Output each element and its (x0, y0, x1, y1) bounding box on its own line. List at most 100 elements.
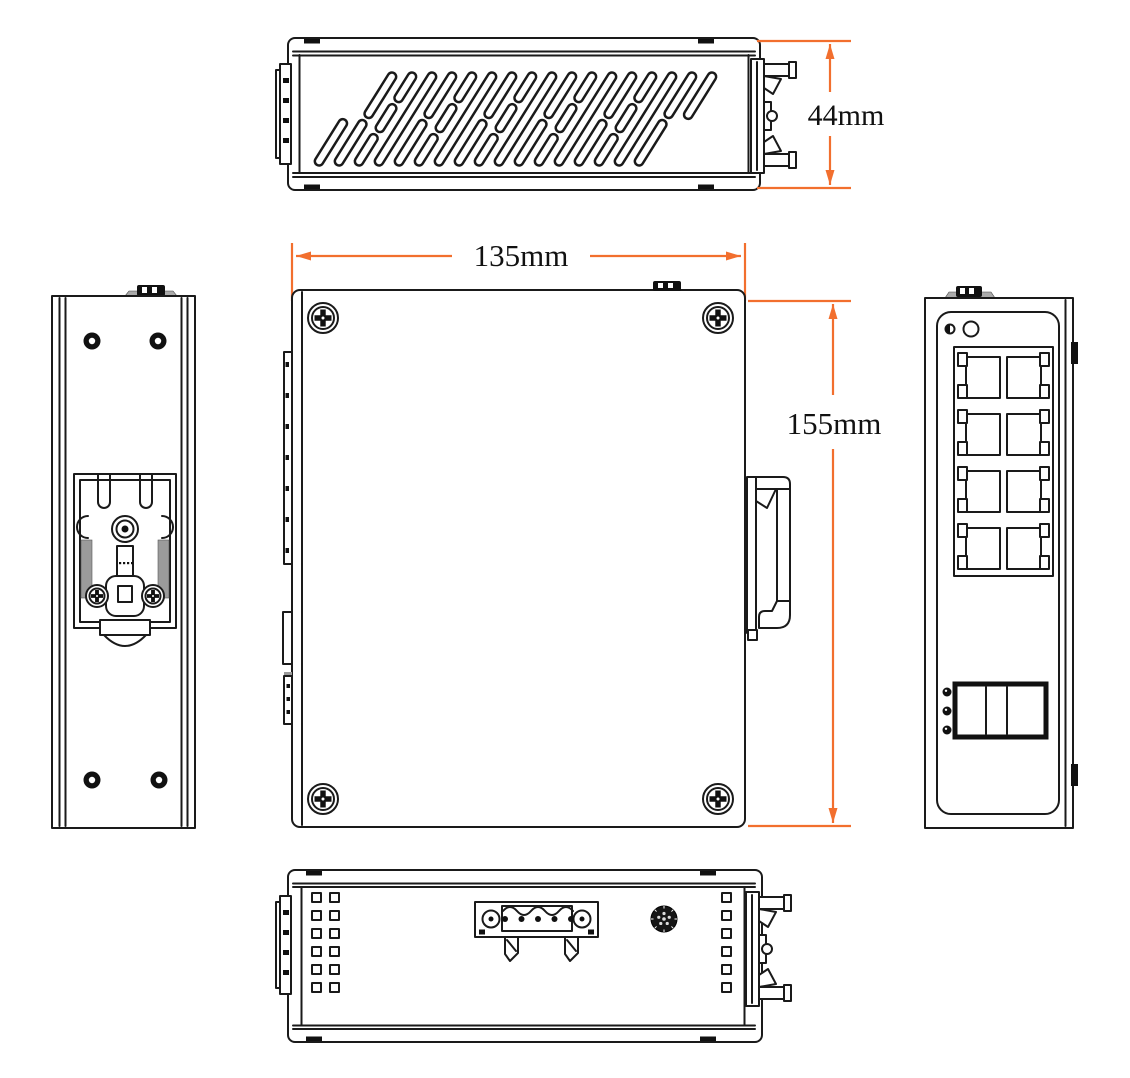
vent-slot-inner (336, 121, 366, 165)
vent-slot-inner (476, 135, 497, 165)
vent-slot-inner (485, 73, 515, 117)
vent-slot-inner (455, 73, 475, 101)
rj45-tab (957, 555, 968, 570)
rj45-tab (1039, 441, 1050, 456)
vent-slot-inner (536, 135, 557, 165)
vent-hole (311, 928, 322, 939)
edge-tab (698, 39, 714, 44)
vent-hole (329, 964, 340, 975)
vent-hole (721, 892, 732, 903)
vent-hole (329, 892, 340, 903)
edge-tab (282, 611, 293, 665)
edge-rail-ticks (285, 362, 289, 553)
led-dot (942, 687, 952, 697)
corner-screws (307, 302, 734, 815)
vent-hole (721, 946, 732, 957)
vent-slot-inner (496, 73, 555, 165)
vent-slot-inner (576, 121, 606, 165)
din-rail-bracket (73, 473, 177, 647)
vent-slot-inner (635, 73, 655, 101)
terminal-pin (568, 916, 574, 922)
led-dot (942, 725, 952, 735)
vent-slot-inner (365, 73, 395, 117)
rj45-tab (957, 409, 968, 424)
vent-hole (311, 982, 322, 993)
top-view (275, 37, 797, 191)
vent-slot-inner (665, 73, 695, 117)
side-nub (1071, 764, 1078, 786)
arrow-up-icon (828, 304, 838, 319)
rj45-tab (1039, 409, 1050, 424)
edge-tab (306, 871, 322, 876)
bracket-screws (85, 584, 165, 608)
vent-slots-inner (316, 73, 715, 165)
vent-slot-inner (545, 73, 575, 117)
arrow-up-icon (825, 44, 835, 59)
terminal-block (474, 901, 599, 962)
arrow-right-icon (726, 251, 741, 261)
vent-hole (329, 946, 340, 957)
vent-slot-inner (316, 120, 346, 165)
edge-tab (304, 184, 320, 189)
dimension-135mm: 135mm (290, 238, 747, 301)
vent-slot-inner (636, 121, 666, 165)
terminal-pins (502, 916, 574, 922)
rj45-port-grid (957, 352, 1050, 570)
vent-hole (721, 928, 732, 939)
vent-hole (311, 892, 322, 903)
rj45-port (965, 356, 1001, 399)
din-rail-clip-profile (746, 476, 791, 641)
terminal-pin (518, 916, 525, 922)
terminal-pin (502, 916, 508, 922)
led-dot (942, 706, 952, 716)
rj45-tab (957, 466, 968, 481)
edge-tab (306, 1036, 322, 1041)
rj45-tab (1039, 466, 1050, 481)
edge-tab (700, 871, 716, 876)
rj45-tab (1039, 555, 1050, 570)
bottom-view-outline (287, 869, 763, 1043)
vent-slot-inner (416, 135, 437, 165)
vent-hole (329, 928, 340, 939)
arrow-left-icon (296, 251, 311, 261)
rj45-port (1006, 527, 1042, 570)
ground-screw (650, 905, 678, 933)
rj45-port (965, 413, 1001, 456)
din-rail-clip (750, 58, 797, 174)
width-dimension-label: 135mm (474, 238, 569, 273)
side-nub (1071, 342, 1078, 364)
din-rail-clip (745, 891, 792, 1007)
vent-slot-inner (556, 73, 615, 165)
height-dimension-label: 44mm (808, 99, 885, 132)
vent-slot-inner (616, 73, 675, 165)
side-view (282, 281, 791, 828)
rj45-port (1006, 470, 1042, 513)
dimension-44mm: 44mm (757, 39, 885, 190)
vent-hole (721, 964, 732, 975)
vent-slot-inner (436, 73, 495, 165)
front-view (924, 286, 1078, 829)
rj45-tab (957, 352, 968, 367)
vent-slot-inner (515, 73, 535, 101)
vent-slot-inner (456, 121, 486, 165)
vent-slot-inner (396, 121, 426, 165)
edge-tab (698, 184, 714, 189)
vent-hole (329, 982, 340, 993)
vent-hole (311, 946, 322, 957)
vent-holes (311, 892, 732, 993)
rj45-tab (1039, 384, 1050, 399)
back-view (51, 285, 196, 829)
vent-hole (329, 910, 340, 921)
rj45-tab (957, 441, 968, 456)
vent-slot-inner (395, 73, 415, 101)
rj45-tab (1039, 352, 1050, 367)
latch-tab (99, 619, 151, 636)
rj45-port (965, 527, 1001, 570)
vent-slot-inner (575, 73, 595, 101)
mounting-holes (83, 332, 168, 789)
vent-hole (311, 910, 322, 921)
arrow-down-icon (825, 170, 835, 185)
side-connector (279, 63, 292, 165)
